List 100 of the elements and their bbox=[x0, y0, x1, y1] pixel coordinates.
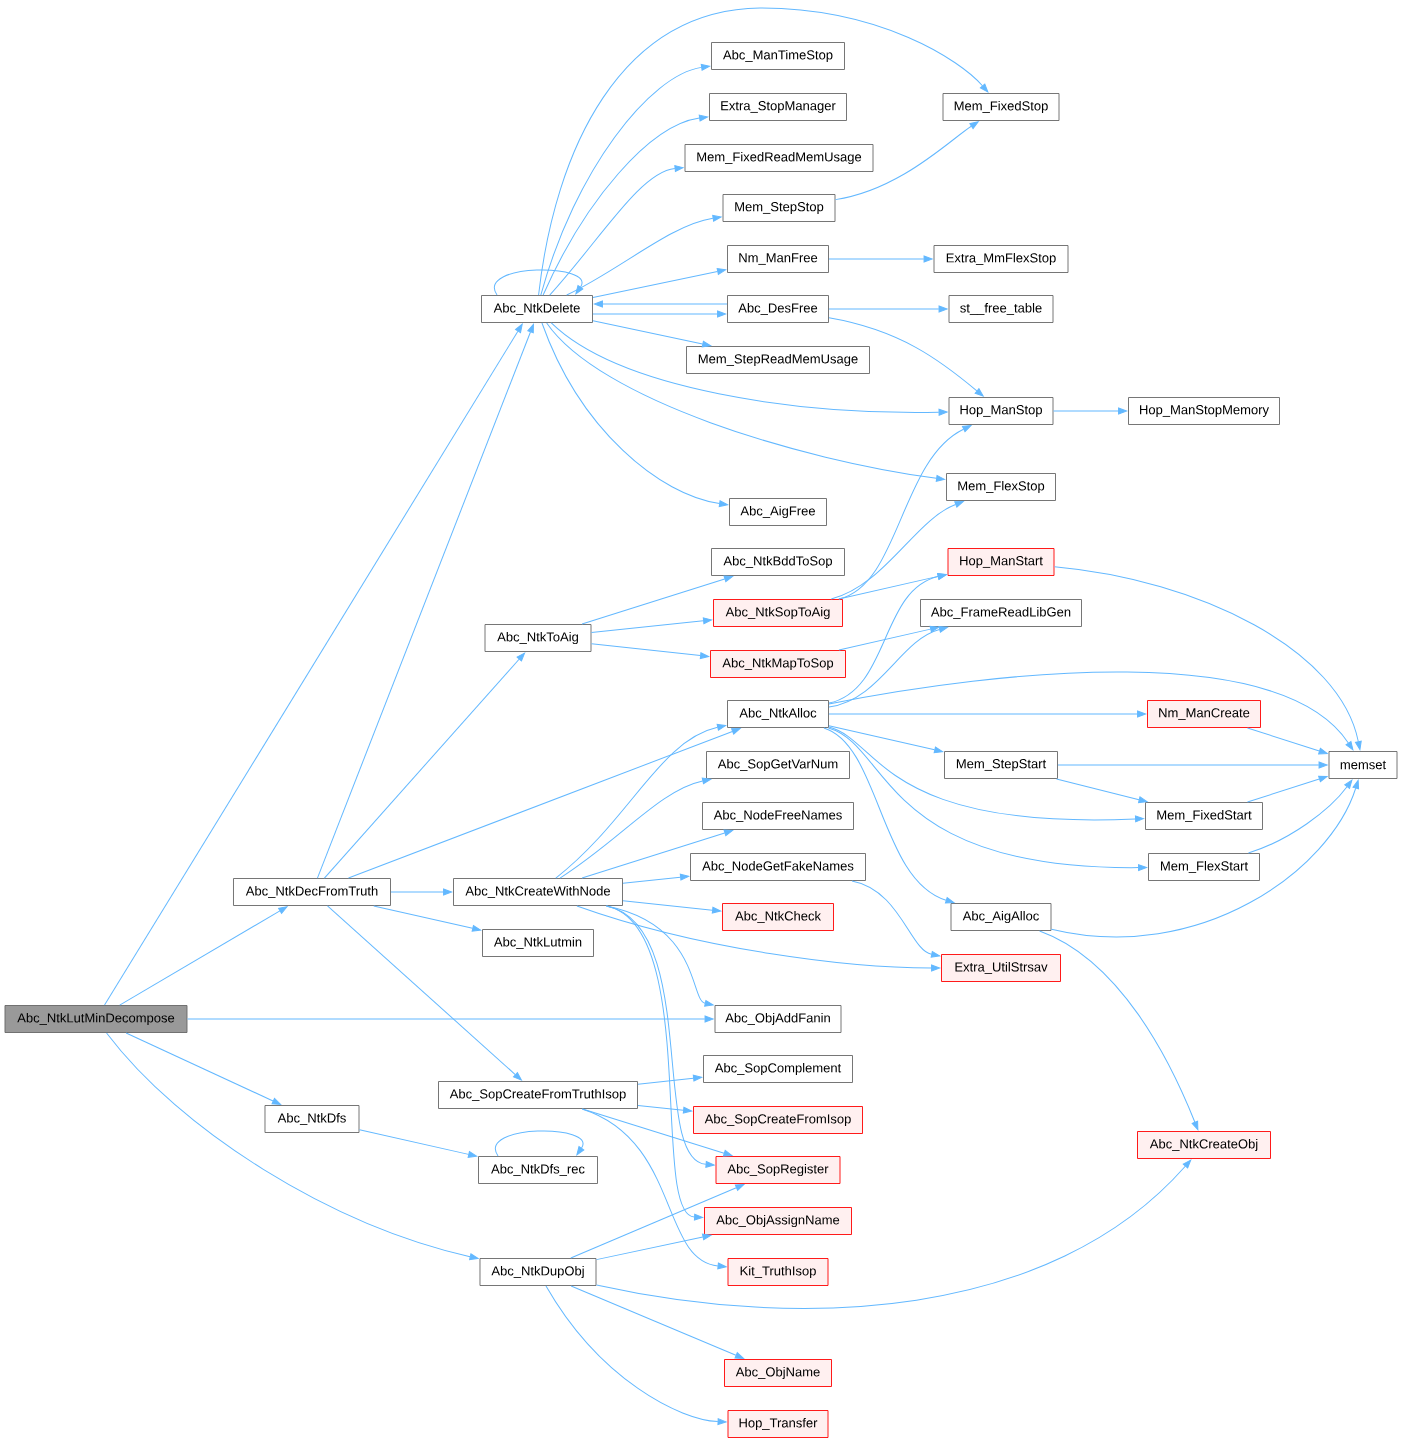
call-arrow bbox=[541, 322, 729, 507]
call-arrow bbox=[549, 165, 684, 296]
function-box: Extra_StopManager bbox=[709, 93, 847, 121]
call-arrow bbox=[582, 1108, 733, 1157]
call-arrow bbox=[545, 1285, 727, 1425]
call-arrow bbox=[828, 255, 933, 263]
function-box: Extra_MmFlexStop bbox=[933, 245, 1069, 273]
function-box: Mem_StepStart bbox=[944, 751, 1058, 779]
call-arrow bbox=[104, 323, 523, 1006]
call-arrow bbox=[390, 888, 453, 896]
function-box: Abc_NtkDfs bbox=[264, 1105, 360, 1133]
call-arrow bbox=[851, 880, 941, 958]
call-arrow bbox=[1057, 761, 1328, 769]
call-arrow bbox=[581, 829, 733, 879]
call-arrow bbox=[590, 643, 710, 660]
function-box: Abc_NtkMapToSop bbox=[710, 650, 846, 678]
call-arrow bbox=[316, 323, 534, 879]
function-box: Abc_NtkLutmin bbox=[482, 929, 594, 957]
call-arrow bbox=[593, 300, 728, 308]
function-box: Extra_UtilStrsav bbox=[941, 954, 1061, 982]
function-box: Abc_NtkDecFromTruth bbox=[233, 878, 391, 906]
function-box: Abc_ObjAddFanin bbox=[714, 1005, 842, 1033]
call-arrow bbox=[566, 214, 722, 296]
function-box: Abc_NtkCheck bbox=[722, 903, 834, 931]
function-box: Mem_FixedStop bbox=[942, 93, 1060, 121]
call-arrow bbox=[1053, 566, 1362, 751]
function-box: Abc_SopGetVarNum bbox=[706, 751, 850, 779]
function-box: Abc_DesFree bbox=[727, 295, 829, 323]
function-box: Hop_ManStop bbox=[948, 397, 1054, 425]
call-arrow bbox=[838, 625, 940, 651]
function-box: st__free_table bbox=[948, 295, 1054, 323]
function-box: Abc_NtkSopToAig bbox=[713, 599, 843, 627]
call-arrow bbox=[570, 1184, 745, 1259]
function-box: Abc_SopRegister bbox=[715, 1156, 841, 1184]
call-arrow bbox=[590, 617, 713, 633]
call-arrow bbox=[828, 710, 1147, 718]
function-box: Abc_NodeGetFakeNames bbox=[690, 853, 866, 881]
call-arrow bbox=[828, 726, 1145, 823]
call-arrow bbox=[323, 652, 526, 879]
function-box: Abc_SopComplement bbox=[703, 1055, 853, 1083]
function-box: Abc_NtkDelete bbox=[481, 295, 593, 323]
call-arrow bbox=[576, 905, 941, 972]
call-arrow bbox=[494, 1130, 585, 1157]
call-arrow bbox=[1056, 778, 1148, 804]
function-box: Hop_ManStopMemory bbox=[1128, 397, 1280, 425]
call-arrow bbox=[637, 1074, 703, 1085]
call-arrow bbox=[595, 1233, 712, 1261]
call-arrow bbox=[1247, 775, 1328, 803]
call-arrow bbox=[828, 305, 948, 313]
call-arrow bbox=[546, 322, 946, 482]
function-box: Abc_ObjAssignName bbox=[704, 1207, 852, 1235]
call-arrow bbox=[605, 905, 704, 1221]
call-arrow bbox=[834, 121, 979, 201]
call-arrow bbox=[592, 310, 727, 318]
call-arrow bbox=[559, 777, 712, 879]
function-box: Abc_NodeFreeNames bbox=[702, 802, 854, 830]
call-arrow bbox=[828, 626, 948, 708]
call-arrow bbox=[555, 723, 727, 879]
call-arrow bbox=[595, 1159, 1192, 1309]
call-arrow bbox=[592, 268, 727, 298]
call-arrow bbox=[348, 728, 741, 879]
call-arrow bbox=[542, 114, 709, 296]
function-box: Nm_ManFree bbox=[727, 245, 829, 273]
function-box: Mem_FlexStop bbox=[946, 473, 1056, 501]
call-arrow bbox=[828, 317, 984, 397]
call-arrow bbox=[592, 320, 712, 348]
call-arrow bbox=[327, 905, 522, 1081]
function-box: Abc_NtkCreateWithNode bbox=[453, 878, 623, 906]
function-box: Abc_NtkToAig bbox=[484, 624, 592, 652]
function-box: Kit_TruthIsop bbox=[727, 1258, 829, 1286]
function-box: Mem_FlexStart bbox=[1148, 853, 1260, 881]
function-box: Abc_FrameReadLibGen bbox=[920, 599, 1082, 627]
function-box: Abc_NtkAlloc bbox=[727, 700, 829, 728]
function-box: Abc_AigAlloc bbox=[950, 903, 1052, 931]
function-box: Mem_StepReadMemUsage bbox=[686, 346, 870, 374]
function-box: Nm_ManCreate bbox=[1147, 700, 1261, 728]
function-box: Abc_NtkDfs_rec bbox=[478, 1156, 598, 1184]
function-box: memset bbox=[1328, 751, 1398, 779]
call-arrow bbox=[1039, 930, 1199, 1131]
call-arrow bbox=[637, 1104, 693, 1114]
call-arrow bbox=[1247, 779, 1353, 854]
function-box: Hop_ManStart bbox=[947, 548, 1055, 576]
call-arrow bbox=[827, 727, 1148, 872]
call-arrow bbox=[125, 1032, 281, 1105]
function-box: Abc_NtkCreateObj bbox=[1137, 1131, 1271, 1159]
function-box: Abc_SopCreateFromTruthIsop bbox=[438, 1081, 638, 1109]
function-box: Abc_ManTimeStop bbox=[711, 42, 845, 70]
call-arrow bbox=[622, 900, 722, 914]
call-arrow bbox=[540, 63, 711, 296]
call-arrow bbox=[538, 7, 989, 296]
call-arrow bbox=[622, 873, 690, 884]
call-arrow bbox=[828, 725, 944, 754]
function-box: Mem_FixedStart bbox=[1145, 802, 1263, 830]
call-arrow bbox=[830, 501, 964, 600]
call-arrow bbox=[828, 671, 1354, 751]
call-arrow bbox=[1247, 727, 1328, 755]
function-box: Abc_NtkLutMinDecompose bbox=[4, 1005, 188, 1033]
call-arrow bbox=[358, 1129, 478, 1158]
call-arrow bbox=[186, 1015, 714, 1023]
call-arrow bbox=[1050, 779, 1360, 938]
